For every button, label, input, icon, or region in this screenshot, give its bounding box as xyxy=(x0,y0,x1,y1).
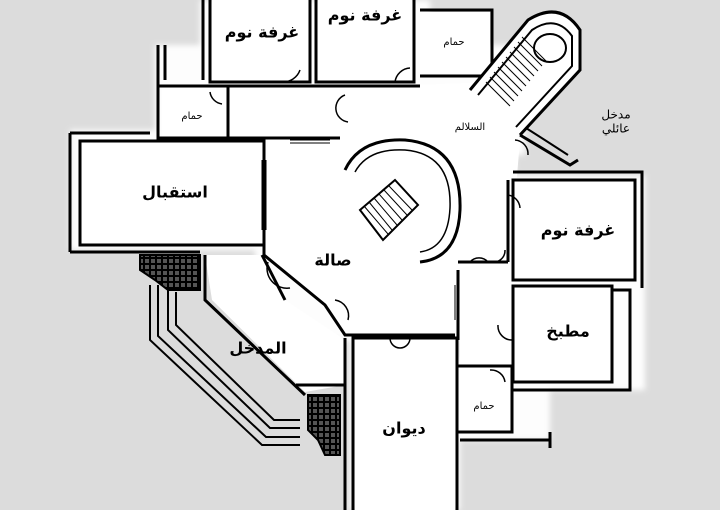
stair-tower xyxy=(468,10,582,167)
bath-top-right-room xyxy=(420,12,490,74)
spiral-stair xyxy=(343,138,462,264)
bath-left-room xyxy=(162,88,227,136)
corridor-right xyxy=(460,270,510,365)
entrance-room xyxy=(205,255,345,392)
kitchen-room xyxy=(515,288,610,380)
walls xyxy=(68,0,644,510)
exterior-walkway xyxy=(149,285,300,446)
hatched-blocks xyxy=(139,254,341,456)
bath-bottom-room xyxy=(460,368,510,430)
bedroom-right-room xyxy=(515,182,633,277)
diwan-room xyxy=(355,340,455,510)
windows xyxy=(261,139,636,320)
doors xyxy=(209,67,529,383)
bedroom-top-center-room xyxy=(318,0,412,80)
reception-room xyxy=(82,143,262,243)
bedroom-top-left-room xyxy=(212,0,309,80)
